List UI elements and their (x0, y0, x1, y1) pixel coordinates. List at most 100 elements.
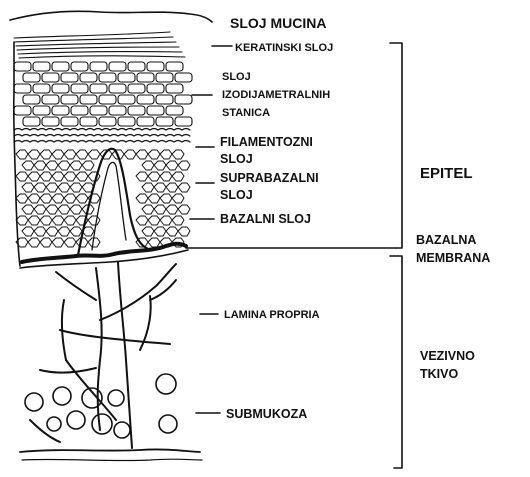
suprabasal-cell (58, 161, 70, 170)
suprabasal-cell (46, 205, 58, 214)
suprabasal-cell (82, 161, 94, 170)
keratin-lamella (18, 52, 182, 54)
suprabasal-cell (16, 150, 28, 159)
suprabasal-cell (22, 205, 34, 214)
label-bazalna-2: MEMBRANA (416, 251, 490, 265)
isodiametric-cell (137, 73, 154, 82)
vezivno-bracket (390, 256, 402, 468)
isodiametric-cell (166, 84, 183, 93)
suprabasal-cell (52, 194, 64, 203)
suprabasal-cell (160, 150, 172, 159)
isodiametric-cell (137, 117, 154, 126)
isodiametric-cell (109, 62, 126, 71)
mucin-layer-line (10, 11, 212, 22)
suprabasal-cell (154, 227, 166, 236)
suprabasal-cell (28, 172, 40, 181)
suprabasal-cell (64, 150, 76, 159)
label-suprabazalni-2: SLOJ (220, 188, 253, 202)
label-submukoza: SUBMUKOZA (226, 407, 307, 421)
fat-cell (25, 393, 43, 411)
fat-cell (156, 374, 176, 394)
suprabasal-cell (34, 205, 46, 214)
suprabasal-cell (46, 183, 58, 192)
suprabasal-cell (148, 172, 160, 181)
isodiametric-cell (42, 95, 59, 104)
suprabasal-cell (124, 150, 136, 159)
suprabasal-cell (136, 172, 148, 181)
suprabasal-cell (154, 205, 166, 214)
suprabasal-cell (34, 183, 46, 192)
suprabasal-cell (88, 150, 100, 159)
fat-cell (108, 390, 124, 406)
suprabasal-cell (52, 238, 64, 247)
isodiametric-cell (14, 84, 31, 93)
isodiametric-cell (52, 106, 69, 115)
isodiametric-cell (99, 73, 116, 82)
filament-line (14, 135, 190, 137)
suprabasal-cell (172, 150, 184, 159)
suprabasal-cell (142, 205, 154, 214)
suprabasal-cell (88, 216, 100, 225)
epithelium-left-edge (14, 42, 20, 266)
fat-cell (159, 415, 177, 433)
isodiametric-cell (147, 84, 164, 93)
suprabasal-cell (52, 172, 64, 181)
isodiametric-cell (156, 117, 173, 126)
label-filamentozni-1: FILAMENTOZNI (220, 135, 313, 149)
suprabasal-cell (28, 150, 40, 159)
suprabasal-cell (46, 227, 58, 236)
suprabasal-cell (28, 238, 40, 247)
suprabasal-cell (46, 161, 58, 170)
label-izodijametralnih-3: STANICA (222, 107, 270, 119)
isodiametric-cell (80, 117, 97, 126)
suprabasal-cell (64, 172, 76, 181)
suprabasal-cell (160, 194, 172, 203)
isodiametric-cell (14, 62, 31, 71)
isodiametric-cell (71, 84, 88, 93)
isodiametric-cell (52, 62, 69, 71)
label-bazalna-1: BAZALNA (416, 233, 476, 247)
keratin-lamella (14, 32, 170, 38)
isodiametric-cell (109, 84, 126, 93)
suprabasal-cell (160, 172, 172, 181)
isodiametric-cell (90, 62, 107, 71)
keratin-lamella (16, 42, 176, 46)
isodiametric-cell (61, 95, 78, 104)
isodiametric-cell-layer (14, 62, 192, 126)
suprabasal-cell (142, 161, 154, 170)
suprabasal-cell (16, 194, 28, 203)
suprabasal-cell (28, 216, 40, 225)
suprabasal-cell (40, 216, 52, 225)
suprabasal-cell (166, 183, 178, 192)
suprabasal-cell (22, 183, 34, 192)
isodiametric-cell (175, 95, 192, 104)
isodiametric-cell (42, 117, 59, 126)
suprabasal-cell (76, 172, 88, 181)
isodiametric-cell (61, 73, 78, 82)
suprabasal-cell (40, 194, 52, 203)
suprabasal-cell (136, 194, 148, 203)
suprabasal-cell (64, 194, 76, 203)
suprabasal-cell (166, 161, 178, 170)
isodiametric-cell (61, 117, 78, 126)
keratin-lamella (19, 56, 185, 58)
submucosa-fat-cells (25, 374, 177, 438)
label-keratinski-sloj: KERATINSKI SLOJ (235, 42, 333, 54)
label-suprabazalni-1: SUPRABAZALNI (220, 171, 319, 185)
isodiametric-cell (156, 95, 173, 104)
suprabasal-cell (22, 227, 34, 236)
suprabasal-cell (52, 150, 64, 159)
isodiametric-cell (33, 106, 50, 115)
label-sloj-mucina: SLOJ MUCINA (230, 15, 326, 31)
suprabasal-cell (64, 238, 76, 247)
suprabasal-cell (34, 227, 46, 236)
suprabasal-cell (58, 183, 70, 192)
suprabasal-cell (64, 216, 76, 225)
suprabasal-cell (166, 205, 178, 214)
suprabasal-cell (70, 227, 82, 236)
suprabasal-cell (52, 216, 64, 225)
suprabasal-cell (136, 216, 148, 225)
isodiametric-cell (175, 117, 192, 126)
suprabasal-cell (28, 194, 40, 203)
